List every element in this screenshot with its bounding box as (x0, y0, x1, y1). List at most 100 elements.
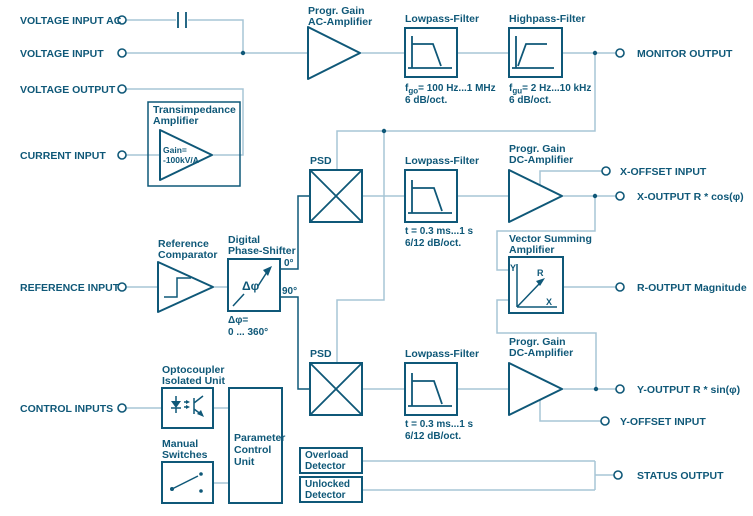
lowpass-y-block: Lowpass-Filter t = 0.3 ms...1 s 6/12 dB/… (404, 348, 479, 442)
y-offset-input-label: Y-OFFSET INPUT (620, 416, 706, 428)
wire-voltage-output-to-transimpedance (126, 88, 244, 156)
transimpedance-label-1: Transimpedance (153, 104, 236, 116)
terminal-y-output: Y-OUTPUT R * sin(φ) (615, 384, 740, 396)
ac-amplifier-label-1: Progr. Gain (308, 5, 365, 17)
reference-comparator-label-2: Comparator (158, 249, 218, 261)
junction-dots (240, 50, 599, 392)
transimpedance-label-2: Amplifier (153, 115, 199, 127)
terminal-circle (615, 384, 625, 394)
transimpedance-gain-1: Gain= (163, 145, 187, 155)
terminal-x-output: X-OUTPUT R * cos(φ) (615, 191, 744, 203)
overload-detector-label-1: Overload (305, 450, 348, 461)
vector-r-label: R (537, 268, 544, 278)
vector-arrow-head (536, 278, 545, 286)
f-subscript: go (408, 87, 418, 96)
wire-x-offset (539, 170, 602, 185)
terminal-circle (117, 150, 127, 160)
optocoupler-label-2: Isolated Unit (162, 375, 226, 387)
lowpass-y-title: Lowpass-Filter (405, 348, 479, 360)
vector-axis-y-label: Y (510, 263, 516, 273)
left-terminals: VOLTAGE INPUT AC VOLTAGE INPUT VOLTAGE O… (20, 15, 127, 415)
wire-y-offset (539, 400, 601, 422)
f-symbol: f (405, 83, 409, 94)
vector-axis-x-label: X (546, 297, 552, 307)
lowpass-x-tau: t = 0.3 ms...1 s (405, 226, 474, 237)
dc-amp-x-label-1: Progr. Gain (509, 143, 566, 155)
lowpass-x-block: Lowpass-Filter t = 0.3 ms...1 s 6/12 dB/… (404, 155, 479, 249)
switch-icon (170, 472, 203, 493)
phase-0deg-label: 0° (284, 258, 294, 269)
optocoupler-icon (171, 395, 204, 417)
status-output-label: STATUS OUTPUT (637, 470, 724, 482)
terminal-circle (117, 15, 127, 25)
transimpedance-amplifier-block: Transimpedance Amplifier Gain= -100kV/A (147, 101, 241, 187)
dc-amp-y-label-2: DC-Amplifier (509, 347, 573, 359)
vector-summing-label-2: Amplifier (509, 244, 555, 256)
transimpedance-box (147, 101, 241, 187)
terminal-y-offset-input: Y-OFFSET INPUT (600, 416, 706, 428)
monitor-highpass-title: Highpass-Filter (509, 13, 585, 25)
overload-detector-block: Overload Detector (299, 447, 363, 474)
terminal-x-offset-input: X-OFFSET INPUT (601, 166, 707, 178)
manual-switches-box (161, 461, 214, 504)
monitor-highpass-slope: 6 dB/oct. (509, 95, 551, 106)
monitor-lowpass-block: Lowpass-Filter fgo= 100 Hz...1 MHz 6 dB/… (404, 13, 496, 106)
terminal-monitor-output: MONITOR OUTPUT (615, 48, 733, 60)
ac-amplifier-label-2: AC-Amplifier (308, 16, 372, 28)
monitor-lowpass-cutoff: fgo= 100 Hz...1 MHz (405, 83, 496, 96)
phase-range-label-1: Δφ= (228, 315, 248, 326)
ac-amplifier-block: Progr. Gain AC-Amplifier (307, 5, 372, 80)
lowpass-filter-icon (408, 180, 452, 214)
parameter-control-label-2: Control (234, 444, 271, 456)
monitor-highpass-block: Highpass-Filter fgu= 2 Hz...10 kHz 6 dB/… (508, 13, 591, 106)
wire-ac-cap-to-junction (188, 19, 244, 53)
wire-tap-to-psd-y (336, 131, 385, 363)
terminal-current-input: CURRENT INPUT (20, 150, 127, 162)
unlocked-detector-box (299, 476, 363, 503)
reference-comparator-label-1: Reference (158, 238, 209, 250)
lowpass-y-slope: 6/12 dB/oct. (405, 431, 461, 442)
terminal-circle (615, 282, 625, 292)
amplifier-triangle-icon (508, 169, 563, 223)
phase-arrow-head (263, 266, 272, 276)
dc-amp-x-label-2: DC-Amplifier (509, 154, 573, 166)
terminal-r-output: R-OUTPUT Magnitude (615, 282, 747, 294)
junction-dot (593, 386, 599, 392)
phase-range-label-2: 0 ... 360° (228, 327, 268, 338)
dc-amplifier-y-block: Progr. Gain DC-Amplifier (508, 336, 573, 416)
voltage-input-label: VOLTAGE INPUT (20, 48, 104, 60)
monitor-highpass-cutoff: fgu= 2 Hz...10 kHz (509, 83, 591, 96)
reference-wires (280, 195, 310, 390)
terminal-circle (117, 282, 127, 292)
lowpass-x-slope: 6/12 dB/oct. (405, 238, 461, 249)
y-output-label: Y-OUTPUT R * sin(φ) (637, 384, 740, 396)
phase-shifter-label-1: Digital (228, 234, 260, 246)
vector-axes-icon (516, 264, 557, 308)
lowpass-filter-icon (408, 36, 452, 69)
terminal-control-inputs: CONTROL INPUTS (20, 403, 127, 415)
right-terminals: MONITOR OUTPUT X-OFFSET INPUT X-OUTPUT R… (600, 48, 747, 482)
parameter-control-label-3: Unit (234, 456, 255, 468)
signal-wires (126, 19, 616, 491)
monitor-lowpass-slope: 6 dB/oct. (405, 95, 447, 106)
terminal-reference-input: REFERENCE INPUT (20, 282, 127, 294)
junction-dot (240, 50, 246, 56)
terminal-voltage-output: VOLTAGE OUTPUT (20, 84, 127, 96)
lowpass-x-title: Lowpass-Filter (405, 155, 479, 167)
terminal-circle (615, 191, 625, 201)
r-output-label: R-OUTPUT Magnitude (637, 282, 747, 294)
parameter-control-block: Parameter Control Unit (228, 387, 285, 504)
f-symbol: f (509, 83, 513, 94)
comparator-triangle-icon (157, 261, 214, 313)
monitor-output-label: MONITOR OUTPUT (637, 48, 733, 60)
manual-switches-label-2: Switches (162, 449, 208, 461)
terminal-circle (613, 470, 623, 480)
f-value: = 2 Hz...10 kHz (522, 83, 591, 94)
dc-amp-y-label-1: Progr. Gain (509, 336, 566, 348)
x-offset-input-label: X-OFFSET INPUT (620, 166, 707, 178)
manual-switches-label-1: Manual (162, 438, 198, 450)
wire-phase-90deg-to-psdy (280, 296, 310, 390)
vector-summing-block: Y R X Vector Summing Amplifier (508, 233, 592, 314)
control-inputs-label: CONTROL INPUTS (20, 403, 113, 415)
